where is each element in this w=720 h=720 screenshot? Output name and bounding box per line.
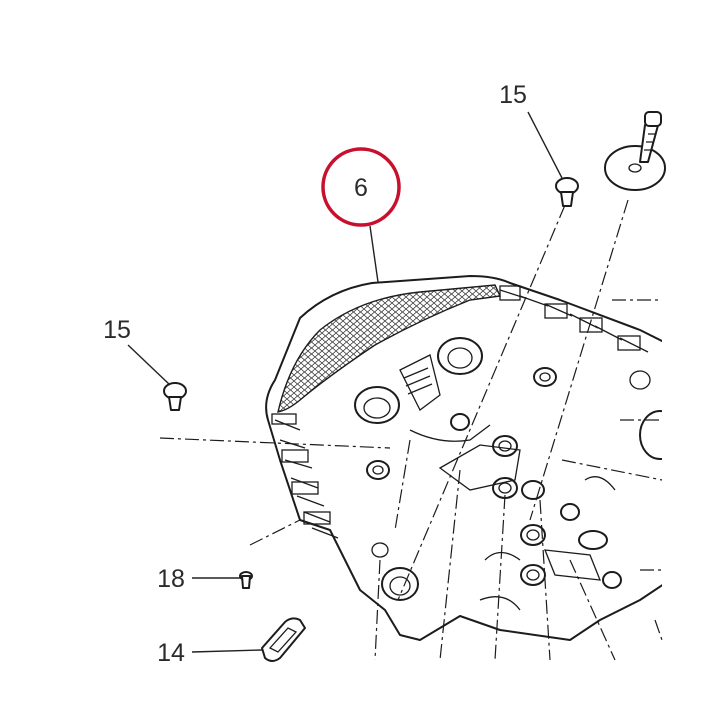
pin-18 — [239, 571, 253, 589]
bolt-with-washer — [604, 111, 666, 191]
cover-body — [265, 275, 662, 641]
callout-15-top: 15 — [499, 81, 527, 109]
cover-mesh — [277, 284, 502, 413]
callout-15-left: 15 — [103, 316, 131, 344]
callout-6: 6 — [354, 174, 368, 202]
cover-details — [399, 354, 616, 611]
callout-14: 14 — [157, 639, 185, 667]
screw-15-left — [163, 382, 187, 411]
screw-15-top — [555, 177, 579, 207]
top-vents — [499, 285, 649, 353]
highlight-circle — [321, 147, 401, 227]
leader-lines — [127, 111, 563, 653]
assembly-lines — [159, 199, 663, 661]
gasket-14 — [261, 617, 306, 662]
callout-18: 18 — [157, 565, 185, 593]
